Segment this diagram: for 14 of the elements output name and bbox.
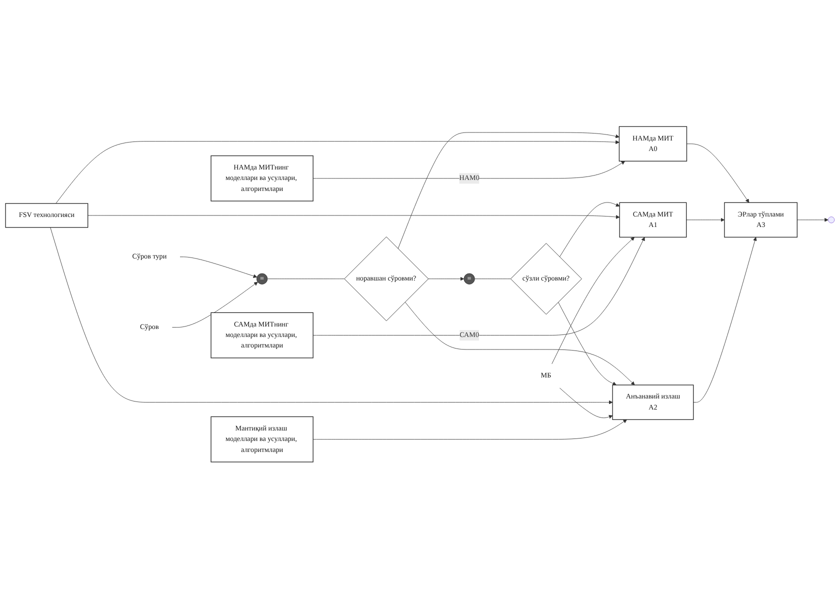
node-box [618, 126, 688, 162]
node-box [210, 416, 314, 463]
node-box [210, 312, 314, 358]
connector [474, 278, 511, 280]
node-box [210, 156, 314, 202]
node-diamond [344, 236, 429, 322]
node-box [612, 384, 694, 420]
node-box [5, 203, 88, 228]
node-box [724, 202, 798, 238]
node-diamond [510, 243, 582, 315]
node-circle [256, 274, 268, 285]
node-box [619, 202, 687, 238]
connector [267, 278, 344, 280]
node-circle [464, 274, 475, 285]
